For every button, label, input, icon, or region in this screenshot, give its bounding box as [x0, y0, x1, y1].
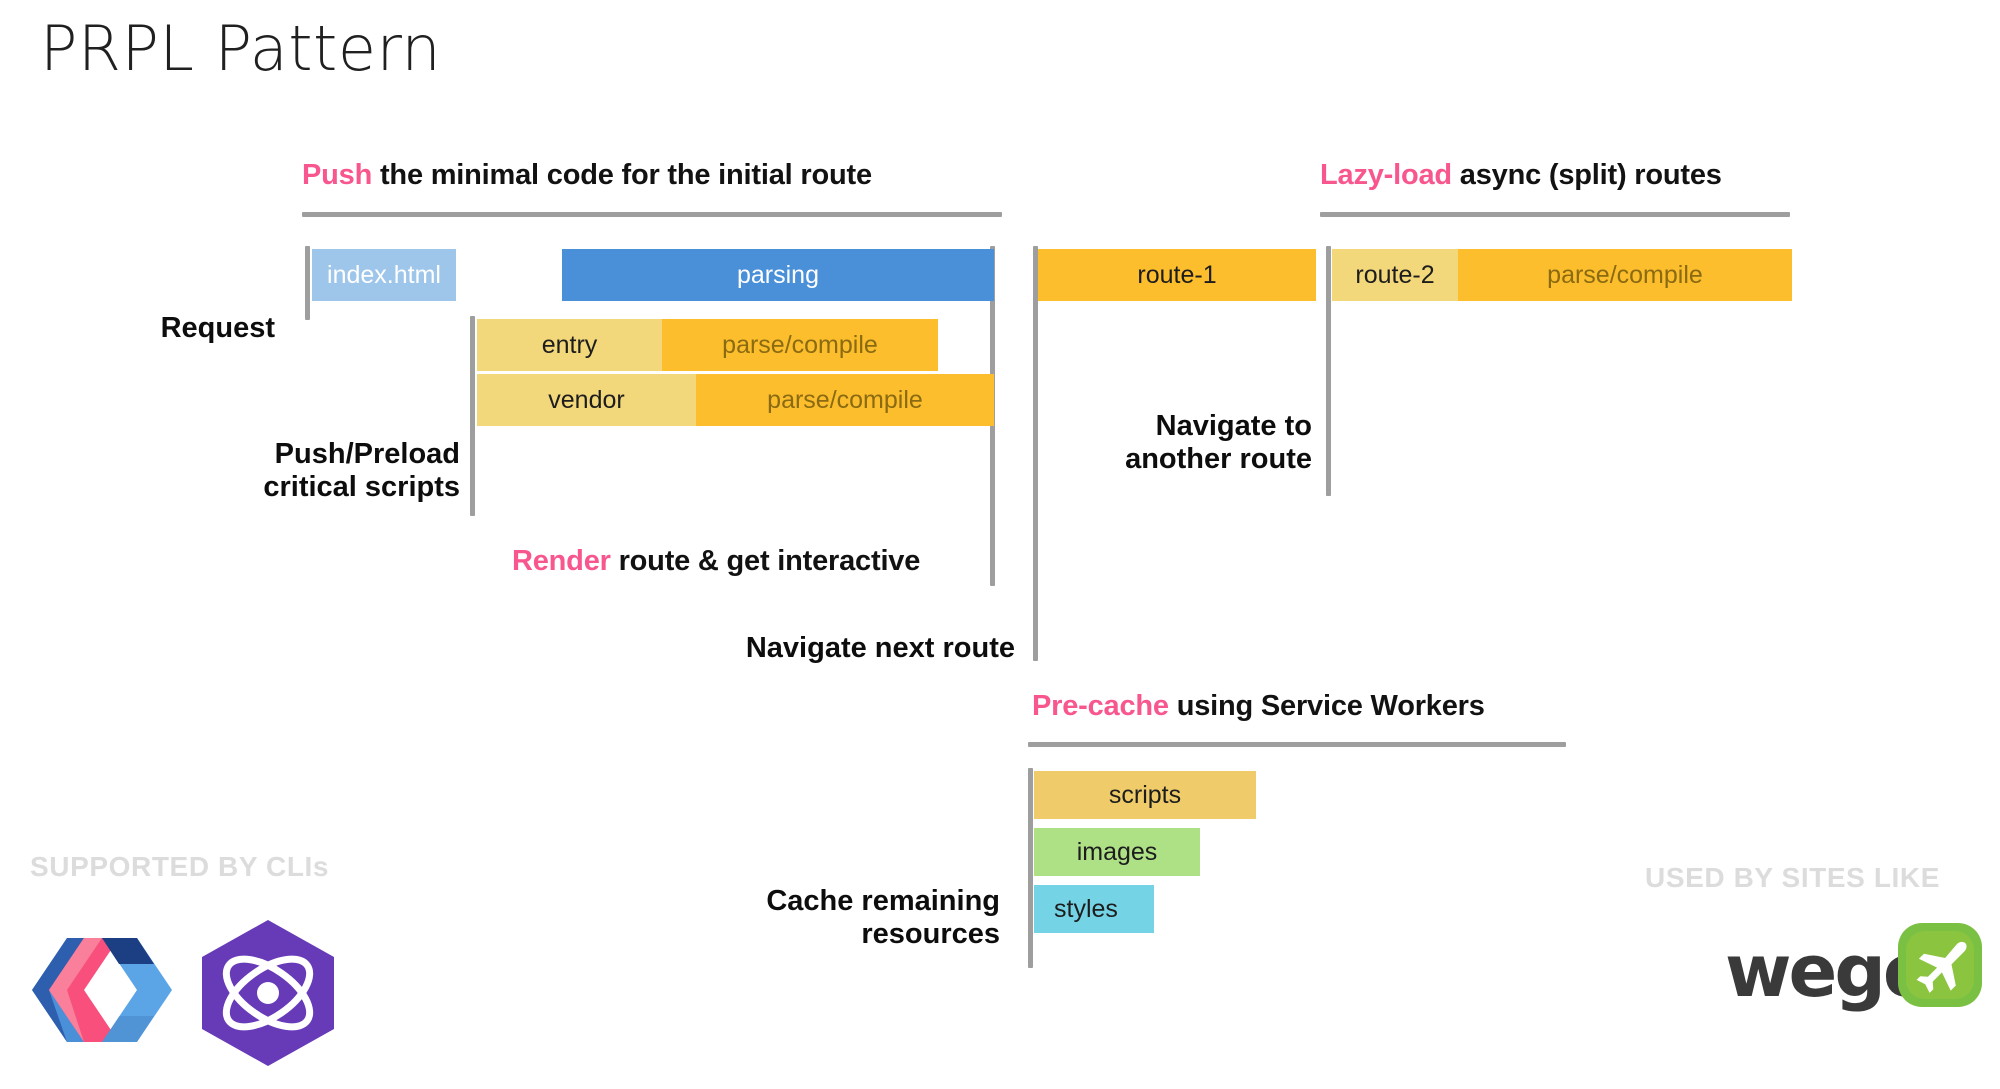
- step-label-navigate-another-route: Navigate to another route: [1125, 410, 1312, 476]
- step-label-navigate-next-route: Navigate next route: [745, 632, 1015, 664]
- step-label-cache-remaining-resources: Cache remaining resources: [766, 885, 1000, 951]
- bar-entry[interactable]: entry: [477, 319, 662, 371]
- bar-route-1[interactable]: route-1: [1038, 249, 1316, 301]
- airplane-icon: [1898, 923, 1982, 1007]
- render-heading-rest: route & get interactive: [610, 545, 921, 577]
- bar-scripts[interactable]: scripts: [1034, 771, 1256, 819]
- bar-vendor[interactable]: vendor: [477, 374, 696, 426]
- request-timeline-marker: [305, 246, 310, 320]
- bar-vendor-parse-compile[interactable]: parse/compile: [696, 374, 994, 426]
- bar-styles[interactable]: styles: [1034, 885, 1154, 933]
- bar-entry-parse-compile[interactable]: parse/compile: [662, 319, 938, 371]
- wego-logo-mark: [1895, 920, 1985, 1015]
- push-heading-rule: [302, 212, 1002, 217]
- bar-images[interactable]: images: [1034, 828, 1200, 876]
- push-heading-rest: the minimal code for the initial route: [372, 159, 872, 191]
- page-title: PRPL Pattern: [40, 12, 442, 85]
- bar-route-2-parse-compile[interactable]: parse/compile: [1458, 249, 1792, 301]
- bar-parsing[interactable]: parsing: [562, 249, 994, 301]
- atom-hexagon-icon: [202, 920, 334, 1066]
- polymer-logo: [32, 930, 172, 1055]
- step-label-push-preload: Push/Preload critical scripts: [263, 438, 460, 504]
- wego-wordmark: wego: [1725, 929, 1932, 1013]
- navigate-next-timeline-marker: [1033, 246, 1038, 661]
- lazy-accent-word: Lazy-load: [1320, 159, 1452, 191]
- bar-route-2[interactable]: route-2: [1332, 249, 1458, 301]
- lazy-heading-rest: async (split) routes: [1451, 159, 1722, 191]
- push-section-heading: Push the minimal code for the initial ro…: [302, 159, 872, 192]
- polymer-logo-icon: [32, 938, 172, 1042]
- push-accent-word: Push: [302, 159, 373, 191]
- supported-by-clis-caption: SUPPORTED BY CLIs: [30, 851, 330, 882]
- precache-timeline-marker: [1028, 768, 1033, 968]
- lazy-heading-rule: [1320, 212, 1790, 217]
- bar-index-html[interactable]: index.html: [312, 249, 456, 301]
- step-label-request: Request: [160, 312, 275, 344]
- precache-heading-rule: [1028, 742, 1566, 747]
- push-preload-timeline-marker: [470, 316, 475, 516]
- route2-timeline-marker: [1326, 246, 1331, 496]
- render-section-heading: Render route & get interactive: [512, 545, 920, 578]
- render-accent-word: Render: [512, 545, 611, 577]
- preact-logo: [198, 918, 338, 1073]
- precache-accent-word: Pre-cache: [1032, 690, 1169, 722]
- precache-section-heading: Pre-cache using Service Workers: [1032, 690, 1485, 723]
- used-by-sites-like-caption: USED BY SITES LIKE: [1645, 862, 1941, 893]
- lazy-section-heading: Lazy-load async (split) routes: [1320, 159, 1722, 192]
- precache-heading-rest: using Service Workers: [1168, 690, 1485, 722]
